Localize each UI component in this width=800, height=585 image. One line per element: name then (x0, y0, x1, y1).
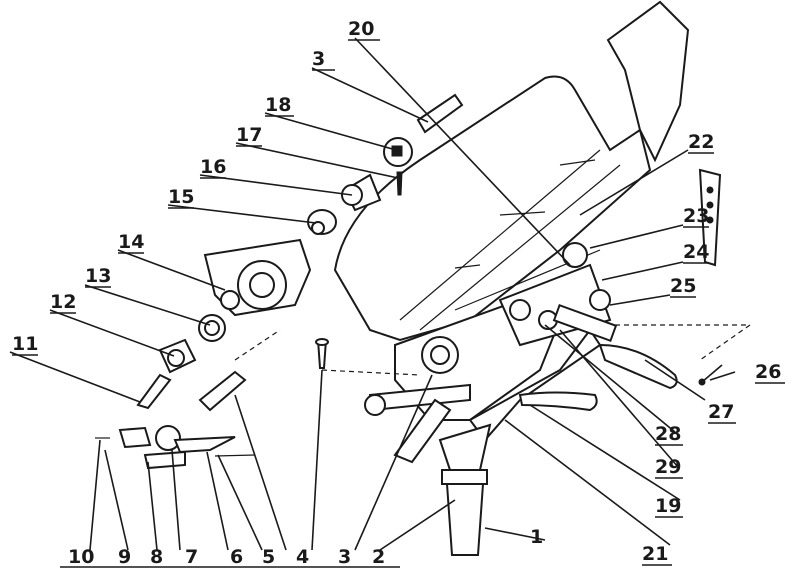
label-19: 19 (655, 495, 681, 517)
label-22: 22 (688, 131, 714, 153)
label-9: 9 (118, 546, 131, 568)
label-3-bottom: 3 (338, 546, 351, 568)
lever-handle-19 (518, 391, 598, 412)
shaft-part-3 (416, 93, 464, 134)
label-2: 2 (372, 546, 385, 568)
label-15: 15 (168, 186, 194, 208)
label-underlines (12, 39, 785, 568)
lever-handle-27 (598, 343, 678, 390)
link-arm (393, 398, 452, 464)
label-29: 29 (655, 456, 681, 478)
cam-arm (173, 436, 236, 454)
clamp-ring (441, 469, 488, 485)
label-5: 5 (262, 546, 275, 568)
label-18: 18 (265, 94, 291, 116)
label-12: 12 (50, 291, 76, 313)
label-4: 4 (296, 546, 309, 568)
front-shaft-assembly (315, 336, 471, 464)
crank-11 (136, 373, 172, 410)
label-6: 6 (230, 546, 243, 568)
label-13: 13 (85, 265, 111, 287)
label-16: 16 (200, 156, 226, 178)
label-25: 25 (670, 275, 696, 297)
gear-23 (562, 242, 588, 268)
label-23: 23 (683, 205, 709, 227)
label-21: 21 (642, 543, 668, 565)
label-27: 27 (708, 401, 734, 423)
label-3-top: 3 (312, 48, 325, 70)
label-11: 11 (12, 333, 38, 355)
screw-17 (396, 171, 403, 196)
cam-7 (155, 425, 181, 451)
label-28: 28 (655, 423, 681, 445)
side-mechanism (498, 168, 722, 412)
gear-25 (589, 289, 611, 311)
label-1: 1 (530, 526, 543, 548)
slide-bar (552, 303, 618, 343)
collar-9 (118, 426, 152, 449)
part-number-labels: 1 2 3 3 4 5 6 7 8 9 10 11 12 13 14 15 16… (12, 18, 781, 568)
label-14: 14 (118, 231, 144, 253)
label-8: 8 (150, 546, 163, 568)
label-24: 24 (683, 241, 709, 263)
alignment-lines (234, 324, 752, 376)
label-7: 7 (185, 546, 198, 568)
label-10: 10 (68, 546, 94, 568)
hopper-body (333, 0, 690, 342)
spring-8 (143, 450, 186, 470)
bolt-28 (509, 299, 531, 321)
leader-lines (9, 37, 736, 551)
support-post (445, 483, 485, 556)
label-26: 26 (755, 361, 781, 383)
exploded-parts (95, 93, 723, 470)
label-20: 20 (348, 18, 374, 40)
roller-5 (198, 370, 247, 412)
label-17: 17 (236, 124, 262, 146)
